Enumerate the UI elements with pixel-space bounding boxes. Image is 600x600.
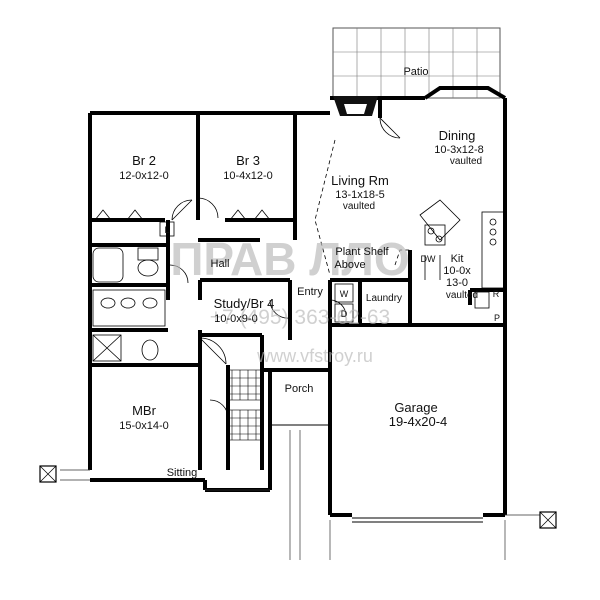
br3-name: Br 3 bbox=[236, 153, 260, 168]
laundry-fixtures bbox=[159, 221, 354, 323]
garage-door bbox=[352, 517, 483, 523]
pier-right bbox=[539, 511, 557, 529]
garage-size: 19-4x20-4 bbox=[389, 414, 448, 429]
plant-shelf-line bbox=[314, 139, 410, 276]
closet-shelving bbox=[227, 369, 263, 441]
porch-label: Porch bbox=[285, 383, 314, 395]
watermark-brand: ПРАВ ЛЛО bbox=[170, 233, 409, 285]
pier-left bbox=[39, 465, 57, 483]
study-name: Study/Br 4 bbox=[214, 296, 275, 311]
pantry-label: P bbox=[494, 313, 500, 323]
kit-note: vaulted bbox=[446, 290, 478, 301]
sitting-label: Sitting bbox=[167, 467, 198, 479]
br3-size: 10-4x12-0 bbox=[223, 170, 273, 182]
dining-size: 10-3x12-8 bbox=[434, 144, 484, 156]
bath-fixtures bbox=[92, 247, 166, 362]
dining-note: vaulted bbox=[450, 156, 482, 167]
plant-shelf-line2: Above bbox=[334, 259, 365, 271]
dishwasher-label: DW bbox=[421, 254, 436, 264]
linen-label: L bbox=[164, 225, 169, 235]
kit-size2: 13-0 bbox=[446, 277, 468, 289]
entry-label: Entry bbox=[297, 286, 323, 298]
laundry-label: Laundry bbox=[366, 293, 402, 304]
kitchen-fixtures bbox=[419, 199, 505, 309]
watermark-phone: +7 (495) 363-62-63 bbox=[210, 306, 390, 329]
study-size: 10-0x9-0 bbox=[214, 313, 257, 325]
patio bbox=[332, 27, 501, 99]
mbr-size: 15-0x14-0 bbox=[119, 420, 169, 432]
washer-label: W bbox=[340, 289, 349, 299]
hall-label: Hall bbox=[211, 258, 230, 270]
plant-shelf-line1: Plant Shelf bbox=[335, 246, 389, 258]
br2-size: 12-0x12-0 bbox=[119, 170, 169, 182]
refrigerator-label: R bbox=[493, 289, 500, 299]
dining-name: Dining bbox=[439, 128, 476, 143]
door-swings bbox=[169, 117, 401, 419]
watermark-site: www.vfstroy.ru bbox=[256, 346, 373, 366]
garage-name: Garage bbox=[394, 400, 437, 415]
kit-size1: 10-0x bbox=[443, 265, 471, 277]
br2-name: Br 2 bbox=[132, 153, 156, 168]
bifold-doors bbox=[94, 209, 271, 221]
fireplace bbox=[333, 96, 378, 116]
living-size: 13-1x18-5 bbox=[335, 189, 385, 201]
mbr-name: MBr bbox=[132, 403, 157, 418]
living-note: vaulted bbox=[343, 201, 375, 212]
patio-label: Patio bbox=[403, 66, 428, 78]
dryer-label: D bbox=[341, 309, 348, 319]
living-name: Living Rm bbox=[331, 173, 389, 188]
walkway-lines bbox=[60, 430, 540, 560]
kit-name: Kit bbox=[451, 253, 464, 265]
